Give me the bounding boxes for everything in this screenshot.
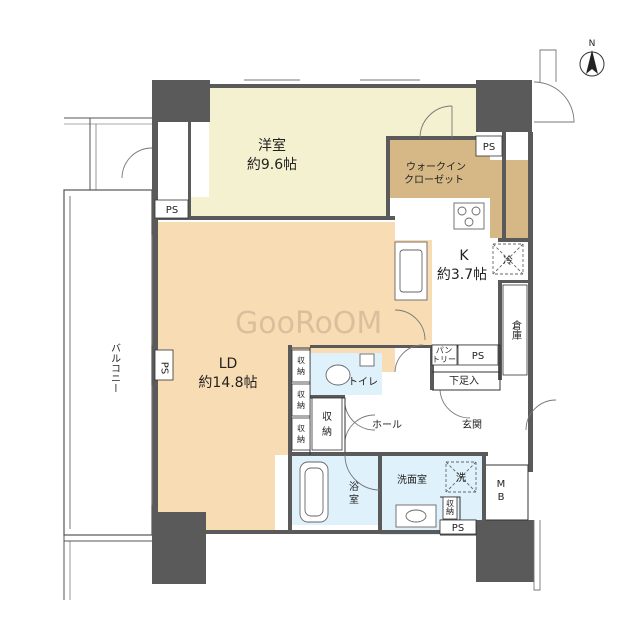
- storage-label-2a: 収: [297, 389, 305, 399]
- walls: [152, 80, 534, 584]
- balcony-label: バルコニー: [109, 343, 121, 393]
- ps-tag-wash: PS: [452, 523, 464, 534]
- storage-label-wash: 収納: [446, 498, 455, 516]
- mb-label-2: B: [498, 492, 505, 503]
- closet-label-line2: クローゼット: [404, 174, 464, 186]
- pantry-label-line1: パン: [436, 346, 452, 355]
- western-room: [190, 87, 476, 218]
- fixtures: [299, 202, 524, 528]
- ld-name: LD: [219, 356, 238, 372]
- ps-tag-western: PS: [166, 205, 178, 216]
- bath-label-line1: 浴: [349, 481, 359, 493]
- windows: [151, 79, 420, 505]
- ld-room: [155, 222, 432, 530]
- walk-in-closet: [390, 138, 490, 198]
- kitchen-room: [395, 198, 500, 345]
- north-arrow: N: [579, 39, 605, 77]
- ps-tag-ld: PS: [159, 362, 170, 374]
- western-room-name: 洋室: [258, 137, 286, 154]
- shoe-storage-label: 下足入: [449, 375, 479, 387]
- storage-room-label: 倉庫: [510, 319, 522, 341]
- wash-room-label: 洗面室: [397, 473, 427, 486]
- storage-label-1b: 納: [297, 366, 305, 376]
- storage-label-4a: 収: [322, 411, 332, 423]
- ld-size: 約14.8帖: [198, 375, 257, 391]
- western-room-size: 約9.6帖: [247, 157, 297, 173]
- bath-label-line2: 室: [349, 493, 359, 506]
- storage-label-4b: 納: [322, 425, 332, 438]
- watermark: GooRoOM: [235, 306, 382, 341]
- kitchen-name: K: [459, 248, 469, 264]
- doors: [121, 49, 575, 591]
- pantry-label-line2: トリー: [432, 355, 456, 364]
- hall-label: ホール: [372, 419, 402, 431]
- entrance-label: 玄関: [462, 418, 482, 431]
- fridge-icon: 冷: [503, 254, 513, 267]
- mb-label-1: M: [497, 479, 506, 490]
- ps-tag-pantry: PS: [472, 351, 484, 362]
- closet-label-line1: ウォークイン: [406, 161, 466, 173]
- storage-label-3a: 収: [297, 423, 305, 433]
- north-label: N: [589, 39, 596, 49]
- laundry-icon: 洗: [456, 472, 466, 484]
- ps-tag-closet: PS: [483, 142, 495, 153]
- storage-label-2b: 納: [297, 400, 305, 410]
- storage-label-3b: 納: [297, 434, 305, 444]
- storage-cells: [154, 135, 528, 535]
- closet-lower: [490, 160, 532, 238]
- kitchen-size: 約3.7帖: [437, 267, 487, 283]
- toilet-label: トイレ: [348, 377, 378, 388]
- storage-label-1a: 収: [297, 355, 305, 365]
